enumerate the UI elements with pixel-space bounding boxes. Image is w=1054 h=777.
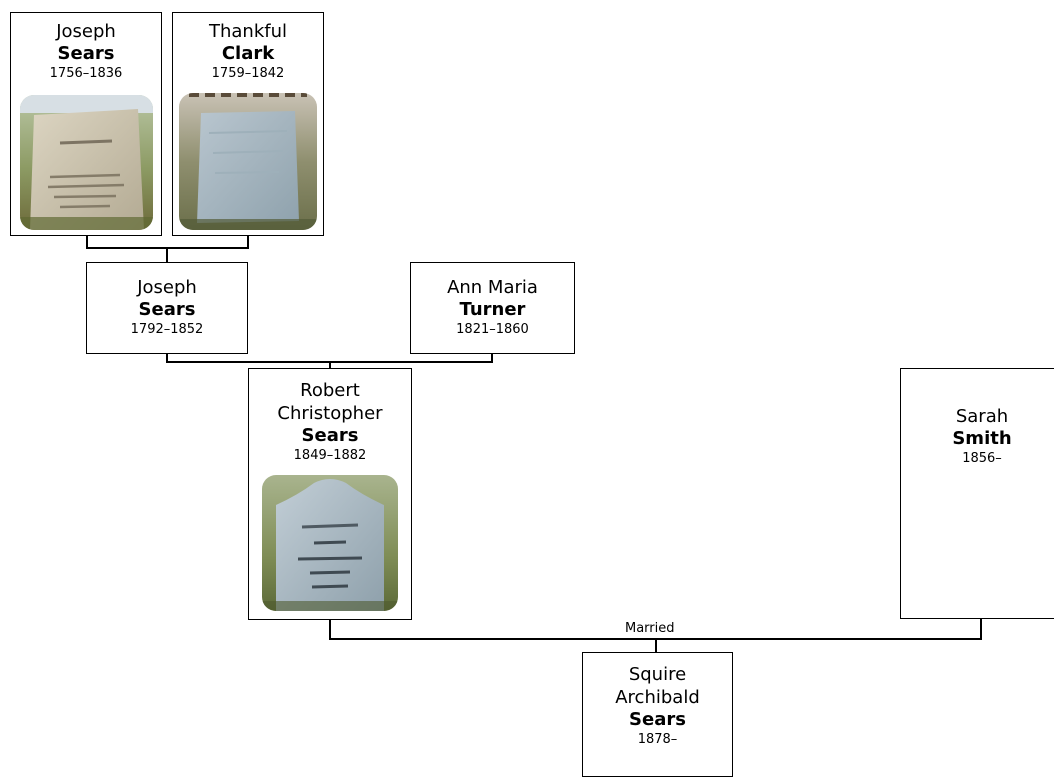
given-name: Christopher: [277, 403, 383, 424]
connector-line: [166, 248, 168, 263]
given-name: Joseph: [56, 21, 116, 42]
life-dates: 1792–1852: [130, 322, 204, 337]
given-name: Ann Maria: [447, 277, 538, 298]
person-card-squire-archibald-sears[interactable]: Squire Archibald Sears 1878–: [582, 652, 733, 777]
relationship-label: Married: [625, 621, 675, 636]
life-dates: 1759–1842: [211, 66, 285, 81]
surname: Sears: [301, 425, 359, 446]
surname: Smith: [952, 428, 1012, 449]
life-dates: 1878–: [637, 732, 678, 747]
given-name: Robert: [300, 380, 360, 401]
life-dates: 1849–1882: [293, 448, 367, 463]
connector-line: [166, 354, 168, 362]
person-card-joseph-sears-1792[interactable]: Joseph Sears 1792–1852: [86, 262, 248, 354]
connector-line: [491, 354, 493, 362]
surname: Sears: [57, 43, 115, 64]
life-dates: 1856–: [962, 451, 1002, 466]
person-card-robert-christopher-sears[interactable]: Robert Christopher Sears 1849–1882: [248, 368, 412, 620]
given-name: Archibald: [615, 687, 700, 708]
given-name: Joseph: [137, 277, 197, 298]
headstone-photo[interactable]: [179, 93, 317, 230]
surname: Turner: [459, 299, 526, 320]
surname: Sears: [629, 709, 686, 730]
headstone-photo[interactable]: [262, 475, 398, 611]
life-dates: 1821–1860: [456, 322, 529, 337]
given-name: Thankful: [208, 21, 287, 42]
person-card-joseph-sears-1756[interactable]: Joseph Sears 1756–1836: [10, 12, 162, 236]
headstone-photo[interactable]: [20, 95, 153, 230]
surname: Sears: [138, 299, 196, 320]
person-card-sarah-smith[interactable]: Sarah Smith 1856–: [900, 368, 1054, 619]
connector-line: [329, 620, 331, 640]
connector-line: [329, 362, 331, 369]
person-card-thankful-clark[interactable]: Thankful Clark 1759–1842: [172, 12, 324, 236]
connector-line: [655, 639, 657, 653]
life-dates: 1756–1836: [49, 66, 123, 81]
surname: Clark: [221, 43, 275, 64]
given-name: Sarah: [955, 406, 1009, 427]
connector-line: [86, 236, 88, 248]
given-name: Squire: [628, 664, 687, 685]
connector-line: [247, 236, 249, 248]
connector-line: [980, 619, 982, 640]
person-card-ann-maria-turner[interactable]: Ann Maria Turner 1821–1860: [410, 262, 575, 354]
